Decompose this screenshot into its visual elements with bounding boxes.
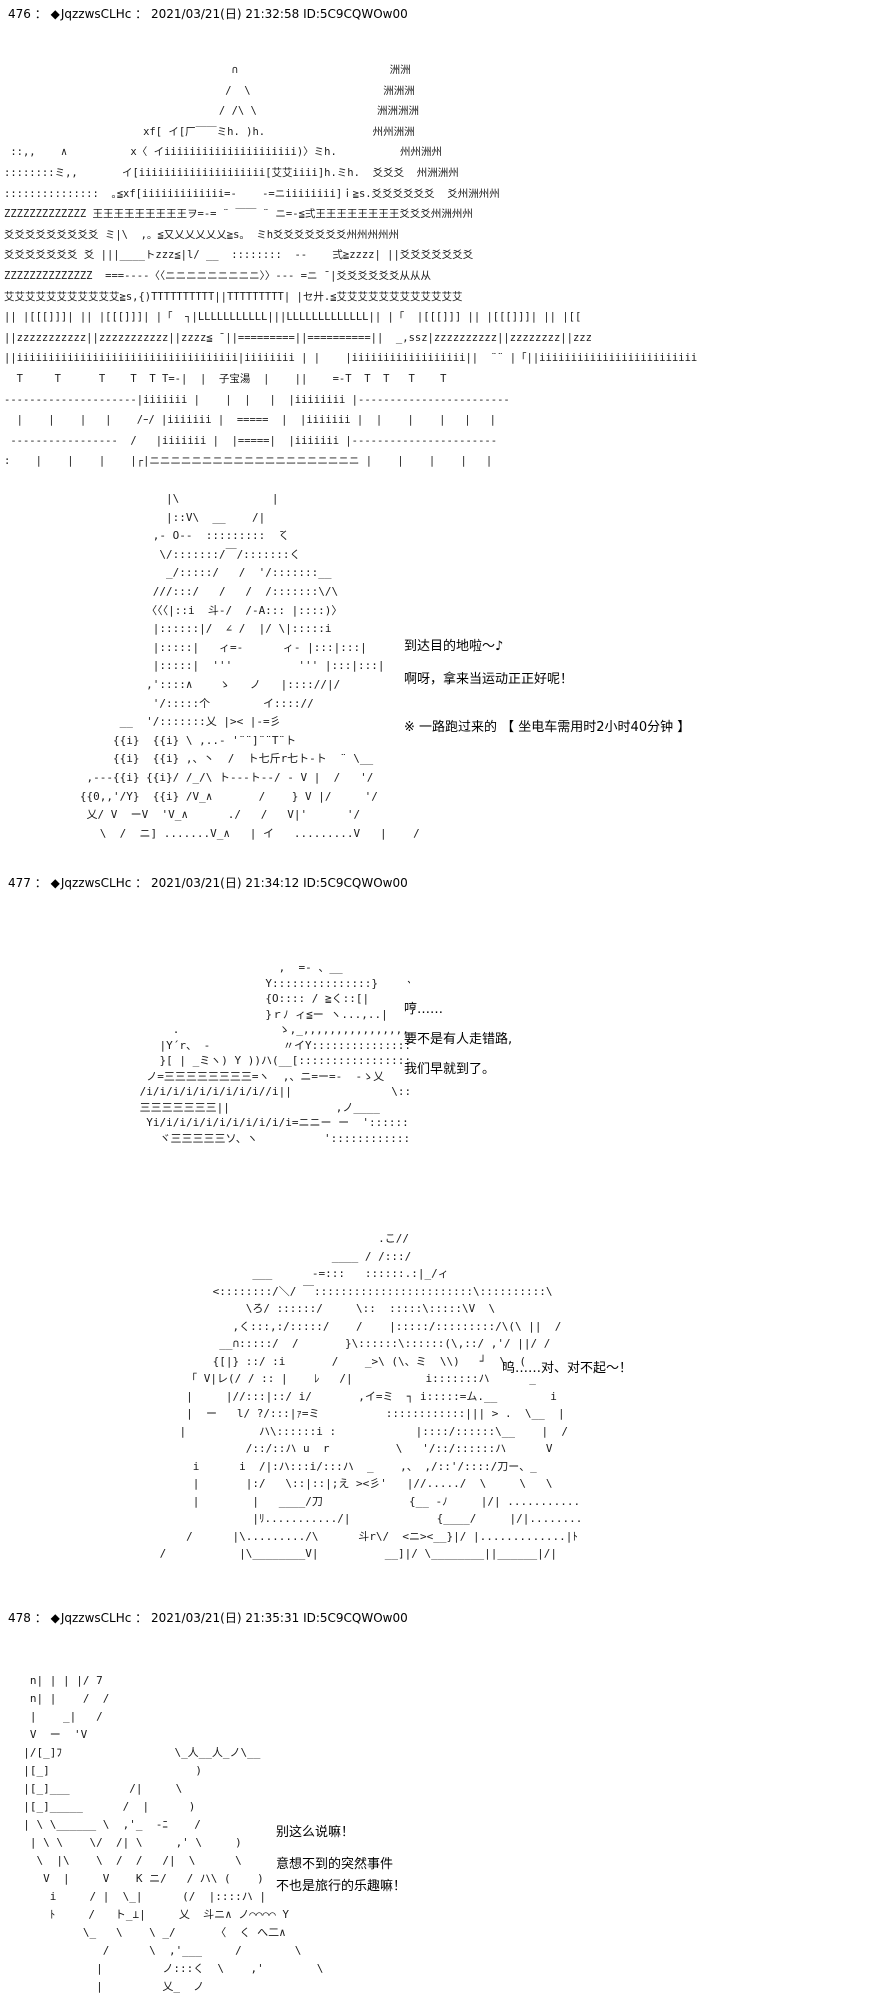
dialogue-line: ※ 一路跑过来的 【 坐电车需用时2小时40分钟 】 [404,720,691,735]
dialogue-block: 哼…… 要不是有人走错路, 我们早就到了。 [404,995,512,1085]
post-datetime: 2021/03/21(日) 21:34:12 [151,876,300,890]
post-sep: ： [135,876,148,890]
ascii-art-character: n| | | |/ 7 n| | / / | _| / V ー 'V |/[_]… [23,1674,324,1993]
ascii-art-character: .こ// ____ / /:::/ ___ -=::: ::::::.:|_/ィ… [159,1232,580,1560]
post-id: ID:5C9CQWOw00 [303,876,408,890]
post-trip: JqzzwsCLHc [60,876,132,890]
dialogue-line: 呜……对、对不起～！ [502,1361,633,1376]
post-header: 476 ： ◆JqzzwsCLHc ： 2021/03/21(日) 21:32:… [8,6,408,22]
dialogue-line: 我们早就到了。 [404,1062,496,1077]
diamond-icon: ◆ [50,7,60,21]
dialogue-line: 啊呀，拿来当运动正正好呢！ [404,672,574,687]
dialogue-line: 意想不到的突然事件 [276,1857,394,1872]
dialogue-line: 到达目的地啦～♪ [404,639,504,654]
dialogue-line: 哼…… [404,1002,444,1017]
post-header: 477 ： ◆JqzzwsCLHc ： 2021/03/21(日) 21:34:… [8,875,408,891]
dialogue-line: 要不是有人走错路, [404,1032,513,1047]
post-id: ID:5C9CQWOw00 [303,7,408,21]
dialogue-block: 到达目的地啦～♪ 啊呀，拿来当运动正正好呢！ ※ 一路跑过来的 【 坐电车需用时… [404,636,690,739]
post-datetime: 2021/03/21(日) 21:35:31 [151,1611,300,1625]
post-header: 478 ： ◆JqzzwsCLHc ： 2021/03/21(日) 21:35:… [8,1610,408,1626]
post-datetime: 2021/03/21(日) 21:32:58 [151,7,300,21]
post-colon: ： [34,7,47,21]
post-trip: JqzzwsCLHc [60,7,132,21]
dialogue-block: 呜……对、对不起～！ [502,1358,632,1380]
diamond-icon: ◆ [50,1611,60,1625]
ascii-art-character: |\ | |::V\ __ /| ,‐ O‐‐ ::::::::: ̄く \/:… [79,492,420,840]
dialogue-block: 别这么说嘛！ 意想不到的突然事件 不也是旅行的乐趣嘛！ [276,1822,406,1898]
post-number: 478 [8,1611,31,1625]
post-colon: ： [34,1611,47,1625]
post-trip: JqzzwsCLHc [60,1611,132,1625]
ascii-art-character: , =- 、__ Y:::::::::::::::} ヽ-| {O:::: / … [139,961,410,1145]
dialogue-line: 不也是旅行的乐趣嘛！ [276,1879,407,1894]
post-sep: ： [135,7,148,21]
ascii-art-bathhouse: ∩ 洲洲 / \ 洲洲洲 / /\ \ 洲洲洲洲 xf[ イ[厂￣￣ミh. )h… [4,64,698,468]
post-id: ID:5C9CQWOw00 [303,1611,408,1625]
post-number: 476 [8,7,31,21]
dialogue-line: 别这么说嘛！ [276,1825,355,1840]
diamond-icon: ◆ [50,876,60,890]
post-number: 477 [8,876,31,890]
post-sep: ： [135,1611,148,1625]
post-colon: ： [34,876,47,890]
